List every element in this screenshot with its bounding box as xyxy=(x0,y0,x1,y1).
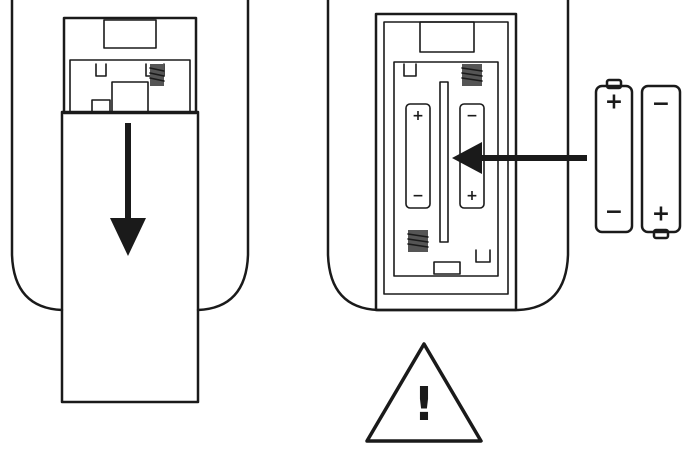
slot-left-bottom-mark: − xyxy=(412,188,424,204)
warning-triangle-icon: ! xyxy=(365,342,483,443)
battery-1-top-mark: + xyxy=(605,90,623,115)
arrow-down-icon xyxy=(110,123,146,256)
left-remote xyxy=(10,0,250,404)
battery-1: + − xyxy=(594,78,634,234)
left-remote-body-outline-right xyxy=(196,0,250,312)
right-remote: + − − + xyxy=(326,0,587,312)
left-spring-icon xyxy=(149,64,165,86)
compartment-slot-left: + − xyxy=(405,103,431,209)
battery-2-top-mark: − xyxy=(652,92,670,117)
compartment-frame xyxy=(374,12,518,312)
battery-compartment: + − − + xyxy=(393,61,499,277)
slot-right-bottom-mark: + xyxy=(466,188,478,204)
left-remote-body-outline xyxy=(10,0,64,312)
batteries: + − − + xyxy=(594,78,682,240)
slot-right-top-mark: − xyxy=(466,108,478,124)
slot-left-top-mark: + xyxy=(412,108,424,124)
spring-top-icon xyxy=(461,64,483,86)
left-battery-compartment xyxy=(62,16,198,115)
warning-mark: ! xyxy=(414,377,435,431)
battery-2: − + xyxy=(640,84,682,240)
battery-1-bottom-mark: − xyxy=(605,200,623,225)
compartment-divider xyxy=(439,81,449,243)
battery-cover xyxy=(60,110,200,404)
battery-2-bottom-mark: + xyxy=(652,202,670,227)
arrow-left-icon xyxy=(452,142,587,174)
spring-bottom-icon xyxy=(407,230,429,252)
compartment-latch xyxy=(419,21,475,53)
